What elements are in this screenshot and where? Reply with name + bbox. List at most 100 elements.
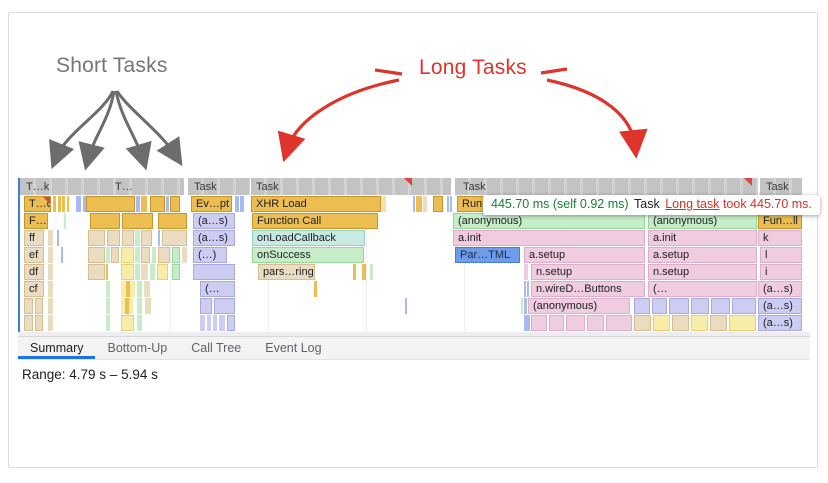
flame-sliver[interactable] xyxy=(121,281,126,297)
flame-sliver[interactable] xyxy=(152,247,156,263)
flame-sliver[interactable] xyxy=(672,315,689,331)
flame-bar[interactable]: (… xyxy=(200,281,235,297)
flame-sliver[interactable] xyxy=(314,281,317,297)
flame-bar[interactable]: df xyxy=(24,264,44,280)
flame-sliver[interactable] xyxy=(606,315,632,331)
flame-sliver[interactable] xyxy=(35,298,43,314)
flame-sliver[interactable] xyxy=(58,196,61,212)
flame-sliver[interactable] xyxy=(106,247,110,263)
task-header-bar[interactable] xyxy=(188,178,250,195)
flame-sliver[interactable] xyxy=(158,247,170,263)
flame-bar[interactable]: a.setup xyxy=(524,247,645,263)
flame-bar[interactable]: (anonymous) xyxy=(453,213,645,229)
flame-sliver[interactable] xyxy=(144,281,150,297)
flame-bar[interactable]: a.init xyxy=(648,230,757,246)
flame-sliver[interactable] xyxy=(200,298,212,314)
flame-bar[interactable]: (anonymous) xyxy=(528,298,630,314)
flame-sliver[interactable] xyxy=(521,298,523,314)
flame-bar[interactable]: a.init xyxy=(453,230,645,246)
flame-sliver[interactable] xyxy=(24,315,33,331)
flame-sliver[interactable] xyxy=(88,230,105,246)
flame-sliver[interactable] xyxy=(150,196,165,212)
flame-sliver[interactable] xyxy=(200,315,205,331)
flame-bar[interactable]: Ev…pt xyxy=(191,196,232,212)
flame-bar[interactable]: a.setup xyxy=(648,247,757,263)
flame-sliver[interactable] xyxy=(106,281,110,297)
flame-sliver[interactable] xyxy=(141,264,148,280)
flame-sliver[interactable] xyxy=(691,315,708,331)
flame-bar[interactable]: (…) xyxy=(193,247,227,263)
flame-sliver[interactable] xyxy=(524,264,528,280)
flame-bar[interactable]: n.wireD…Buttons xyxy=(531,281,645,297)
flame-bar[interactable]: XHR Load xyxy=(251,196,381,212)
flame-sliver[interactable] xyxy=(524,281,526,297)
flame-sliver[interactable] xyxy=(122,230,134,246)
flame-sliver[interactable] xyxy=(227,315,235,331)
flame-sliver[interactable] xyxy=(527,281,529,297)
task-header-bar[interactable] xyxy=(455,178,758,195)
flame-sliver[interactable] xyxy=(122,213,153,229)
tab-event-log[interactable]: Event Log xyxy=(265,341,322,355)
flame-sliver[interactable] xyxy=(193,264,235,280)
flame-bar[interactable]: Function Call xyxy=(252,213,378,229)
flame-sliver[interactable] xyxy=(121,298,125,314)
flame-sliver[interactable] xyxy=(549,315,564,331)
flame-bar[interactable]: (a…s) xyxy=(758,281,802,297)
flame-sliver[interactable] xyxy=(423,196,427,212)
flame-sliver[interactable] xyxy=(710,315,727,331)
task-header-bar[interactable] xyxy=(760,178,802,195)
flame-sliver[interactable] xyxy=(48,230,53,246)
flame-sliver[interactable] xyxy=(729,315,756,331)
flame-bar[interactable]: (a…s) xyxy=(193,213,235,229)
flame-sliver[interactable] xyxy=(106,315,110,331)
flame-sliver[interactable] xyxy=(67,196,69,212)
flame-sliver[interactable] xyxy=(61,247,63,263)
flame-sliver[interactable] xyxy=(162,230,187,246)
flame-sliver[interactable] xyxy=(213,315,217,331)
flame-bar[interactable]: (a…s) xyxy=(193,230,235,246)
flame-sliver[interactable] xyxy=(83,196,86,212)
tab-call-tree[interactable]: Call Tree xyxy=(191,341,242,355)
flame-bar[interactable]: (a…s) xyxy=(758,298,802,314)
flame-sliver[interactable] xyxy=(413,196,415,212)
flame-sliver[interactable] xyxy=(53,196,56,212)
flame-sliver[interactable] xyxy=(240,196,244,212)
flame-sliver[interactable] xyxy=(381,196,386,212)
flame-sliver[interactable] xyxy=(566,315,585,331)
flame-bar[interactable]: l xyxy=(760,247,802,263)
flame-bar[interactable]: F…l xyxy=(24,213,48,229)
tab-summary[interactable]: Summary xyxy=(18,337,95,359)
flame-bar[interactable]: (anonymous) xyxy=(648,213,757,229)
flame-sliver[interactable] xyxy=(362,264,366,280)
long-task-link[interactable]: Long task xyxy=(665,197,720,211)
flame-sliver[interactable] xyxy=(732,298,756,314)
flame-sliver[interactable] xyxy=(141,247,150,263)
flame-sliver[interactable] xyxy=(235,196,239,212)
flame-bar[interactable]: i xyxy=(760,264,802,280)
flame-sliver[interactable] xyxy=(57,230,59,246)
flame-sliver[interactable] xyxy=(106,264,108,280)
flame-sliver[interactable] xyxy=(125,298,129,314)
flame-sliver[interactable] xyxy=(405,298,407,314)
task-header-bar[interactable] xyxy=(251,178,451,195)
flame-sliver[interactable] xyxy=(62,196,65,212)
flame-sliver[interactable] xyxy=(158,213,187,229)
flame-sliver[interactable] xyxy=(88,247,105,263)
flame-sliver[interactable] xyxy=(450,196,452,212)
flame-bar[interactable]: Fun…ll xyxy=(758,213,802,229)
flame-sliver[interactable] xyxy=(172,247,180,263)
flame-sliver[interactable] xyxy=(634,298,650,314)
flame-sliver[interactable] xyxy=(170,196,180,212)
flame-sliver[interactable] xyxy=(48,298,53,314)
flame-sliver[interactable] xyxy=(207,315,211,331)
flame-bar[interactable]: T…d xyxy=(24,196,51,212)
flame-bar[interactable]: onSuccess xyxy=(252,247,364,263)
flame-sliver[interactable] xyxy=(129,298,133,314)
flame-sliver[interactable] xyxy=(524,315,530,331)
flame-sliver[interactable] xyxy=(652,298,667,314)
flame-bar[interactable]: (… xyxy=(648,281,757,297)
flame-bar[interactable]: ff xyxy=(24,230,44,246)
flame-bar[interactable]: onLoadCallback xyxy=(252,230,365,246)
flame-sliver[interactable] xyxy=(86,196,135,212)
flame-sliver[interactable] xyxy=(48,247,53,263)
